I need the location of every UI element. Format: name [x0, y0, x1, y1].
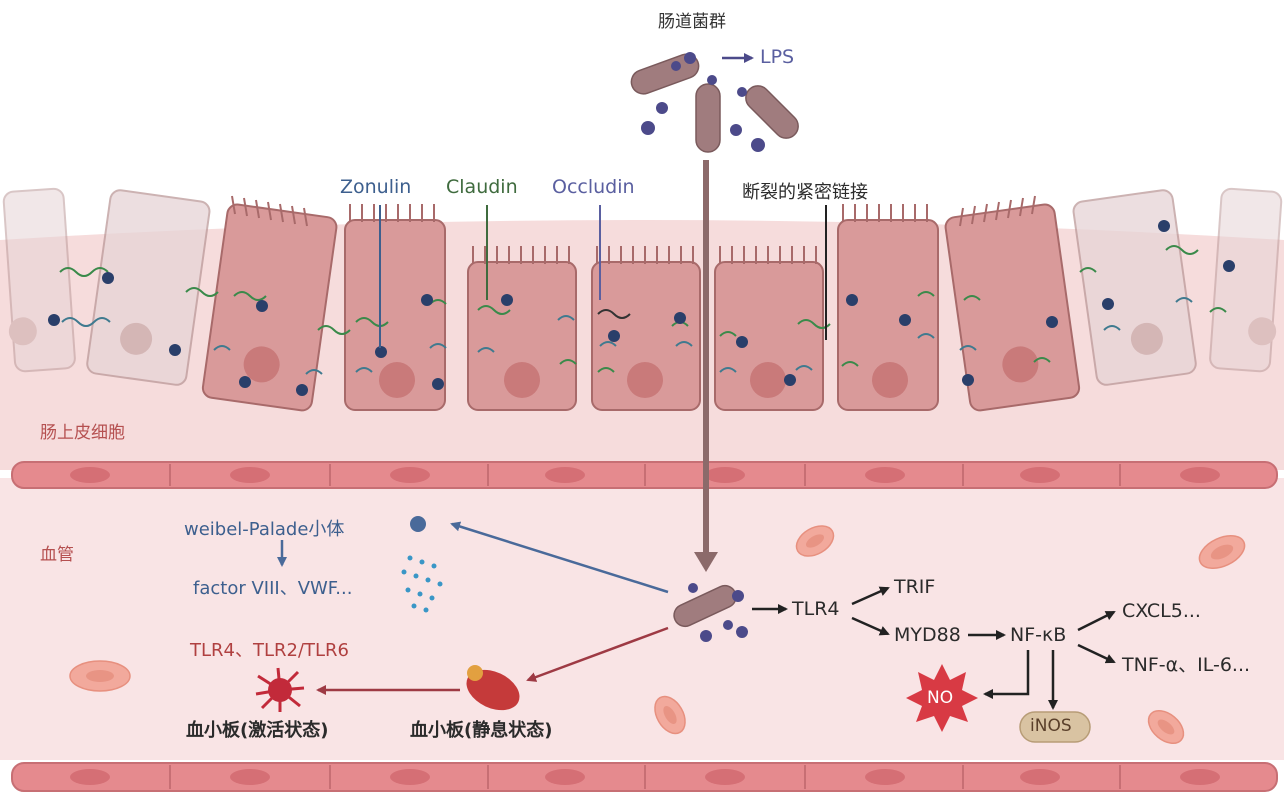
inos-pill	[1019, 711, 1091, 743]
resting-platelet	[466, 665, 520, 711]
nfkb-label: NF-κB	[1010, 624, 1067, 646]
vessel-bacterium	[673, 583, 748, 642]
secreted-granules	[401, 555, 443, 613]
trif-label: TRIF	[894, 576, 936, 598]
arrow-to-weibel	[450, 521, 669, 594]
epithelial-cells-label: 肠上皮细胞	[40, 423, 125, 443]
lps-fragments-top	[641, 52, 765, 152]
blood-vessel-label: 血管	[40, 545, 74, 565]
claudin-label: Claudin	[446, 176, 518, 198]
signaling-arrows	[752, 586, 1116, 710]
cxcl5-label: CXCL5...	[1122, 600, 1201, 622]
weibel-palade-label: weibel-Palade小体	[184, 519, 345, 540]
broken-tight-junction-label: 断裂的紧密链接	[742, 182, 868, 203]
no-label: NO	[927, 688, 954, 708]
protein-pointers	[379, 205, 827, 348]
epithelial-cells	[2, 187, 1283, 412]
weibel-palade-body	[410, 516, 426, 532]
tnf-label: TNF-α、IL-6...	[1122, 654, 1251, 676]
red-blood-cells	[69, 525, 1246, 745]
tight-junctions	[59, 245, 1227, 375]
endothelium-bottom	[11, 762, 1278, 792]
activated-platelet	[255, 667, 305, 712]
activated-platelet-label: 血小板(激活状态)	[186, 720, 329, 741]
resting-platelet-label: 血小板(静息状态)	[410, 720, 553, 741]
myd88-label: MYD88	[894, 624, 961, 646]
zonulin-label: Zonulin	[340, 176, 412, 198]
lps-dots-epithelium	[48, 220, 1235, 396]
factor-label: factor VIII、VWF...	[193, 578, 353, 599]
gut-bacteria-label: 肠道菌群	[658, 12, 726, 32]
arrow-to-platelet	[526, 626, 669, 682]
microvilli	[231, 195, 1036, 264]
tlr4-label: TLR4	[792, 598, 840, 620]
gut-bacteria	[630, 53, 799, 153]
inos-label: iNOS	[1030, 716, 1072, 736]
occludin-label: Occludin	[552, 176, 635, 198]
no-burst	[906, 664, 978, 732]
lps-label: LPS	[760, 46, 795, 68]
endothelium-top	[11, 461, 1278, 489]
platelet-receptors-label: TLR4、TLR2/TLR6	[190, 640, 350, 661]
